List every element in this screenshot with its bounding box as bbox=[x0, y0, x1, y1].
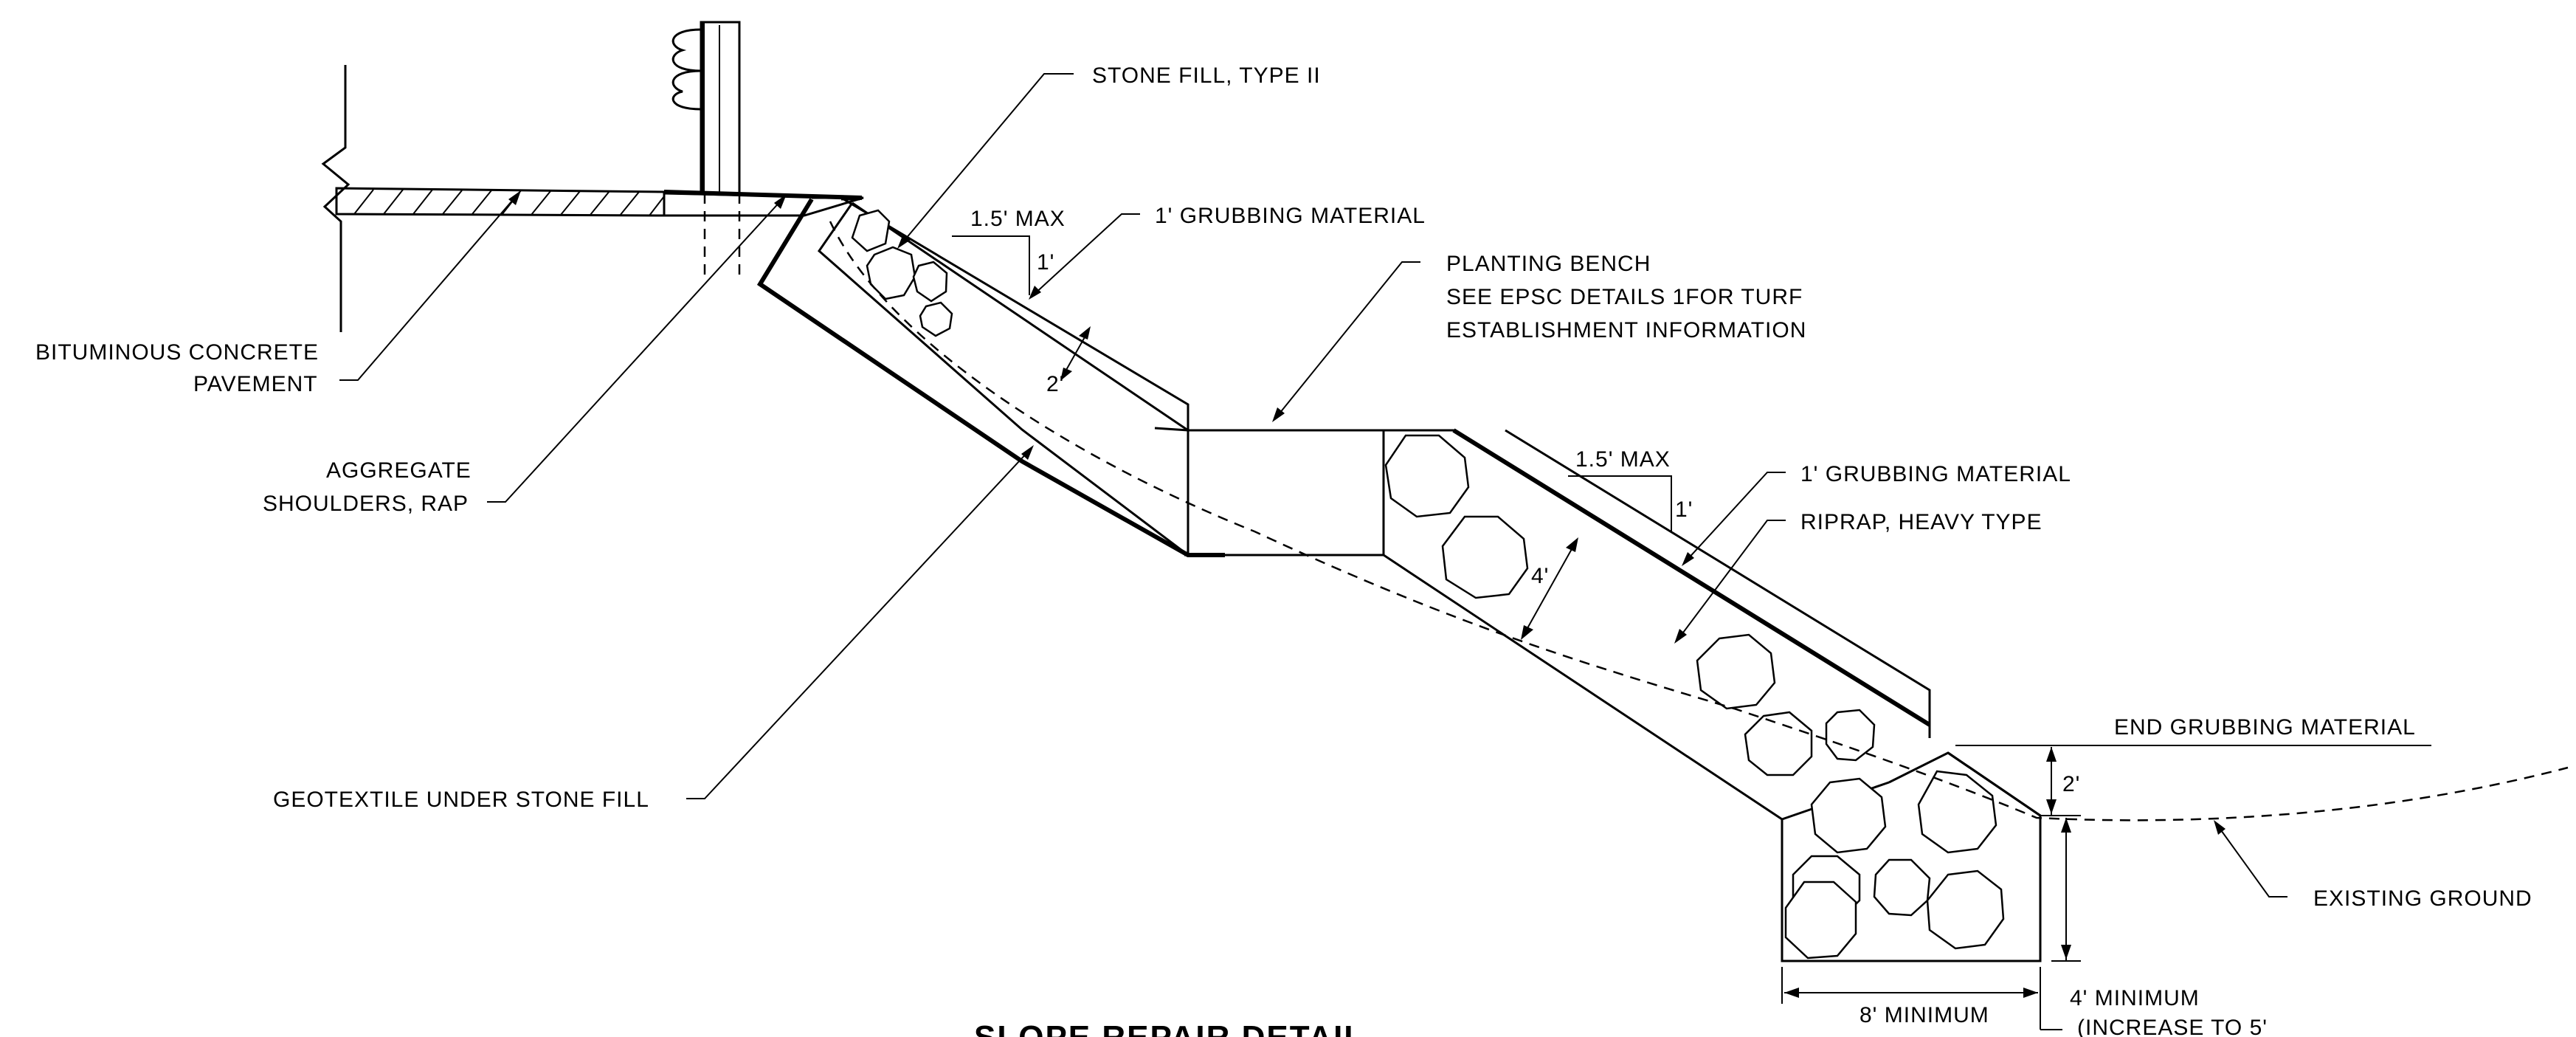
riprap-lower bbox=[1382, 428, 2042, 962]
existing-ground-label: EXISTING GROUND bbox=[2313, 886, 2532, 911]
toe-dims: 2' 8' MINIMUM bbox=[1781, 745, 2431, 1030]
upper-max-label: 1.5' MAX bbox=[970, 207, 1066, 231]
upper-thickness-label: 2' bbox=[1046, 372, 1064, 396]
lower-max-label: 1.5' MAX bbox=[1575, 447, 1671, 472]
break-line bbox=[321, 65, 351, 332]
planting-bench bbox=[1187, 429, 1385, 557]
lower-slope-dims: 1.5' MAX 1' 4' bbox=[1521, 447, 1693, 640]
planting-bench-label-1: PLANTING BENCH bbox=[1446, 252, 1651, 276]
aggregate-label-2: SHOULDERS, RAP bbox=[263, 492, 469, 516]
upper-rise-label: 1' bbox=[1037, 250, 1054, 275]
leaders bbox=[339, 73, 2287, 898]
lower-thickness-label: 4' bbox=[1531, 564, 1549, 588]
aggregate-label-1: AGGREGATE bbox=[326, 458, 472, 483]
labels: STONE FILL, TYPE II 1' GRUBBING MATERIAL… bbox=[35, 63, 2532, 1037]
min-depth-label-2: (INCREASE TO 5' bbox=[2077, 1016, 2268, 1037]
bituminous-label-2: PAVEMENT bbox=[193, 372, 318, 396]
stone-fill-label: STONE FILL, TYPE II bbox=[1092, 63, 1321, 88]
bituminous-label-1: BITUMINOUS CONCRETE bbox=[35, 340, 319, 365]
grubbing-upper-label: 1' GRUBBING MATERIAL bbox=[1155, 204, 1426, 228]
bituminous-pavement bbox=[335, 187, 666, 217]
planting-bench-label-3: ESTABLISHMENT INFORMATION bbox=[1446, 318, 1806, 342]
min-depth-label-1: 4' MINIMUM bbox=[2070, 986, 2200, 1010]
riprap-label: RIPRAP, HEAVY TYPE bbox=[1800, 510, 2043, 534]
geotextile-label: GEOTEXTILE UNDER STONE FILL bbox=[273, 788, 649, 812]
end-grubbing-label: END GRUBBING MATERIAL bbox=[2114, 715, 2416, 740]
min-width-label: 8' MINIMUM bbox=[1860, 1003, 1989, 1027]
upper-slope-dims: 1.5' MAX 1' 2' bbox=[952, 207, 1091, 396]
stone-fill-upper bbox=[756, 196, 1225, 557]
drawing-title: SLOPE REPAIR DETAIL bbox=[974, 1019, 1365, 1037]
grubbing-lower-label: 1' GRUBBING MATERIAL bbox=[1800, 462, 2071, 486]
planting-bench-label-2: SEE EPSC DETAILS 1FOR TURF bbox=[1446, 285, 1803, 309]
aggregate-shoulder bbox=[663, 190, 864, 217]
existing-ground bbox=[829, 221, 2569, 821]
lower-rise-label: 1' bbox=[1675, 497, 1693, 522]
toe-height-label: 2' bbox=[2062, 772, 2080, 796]
guardrail bbox=[671, 21, 741, 277]
